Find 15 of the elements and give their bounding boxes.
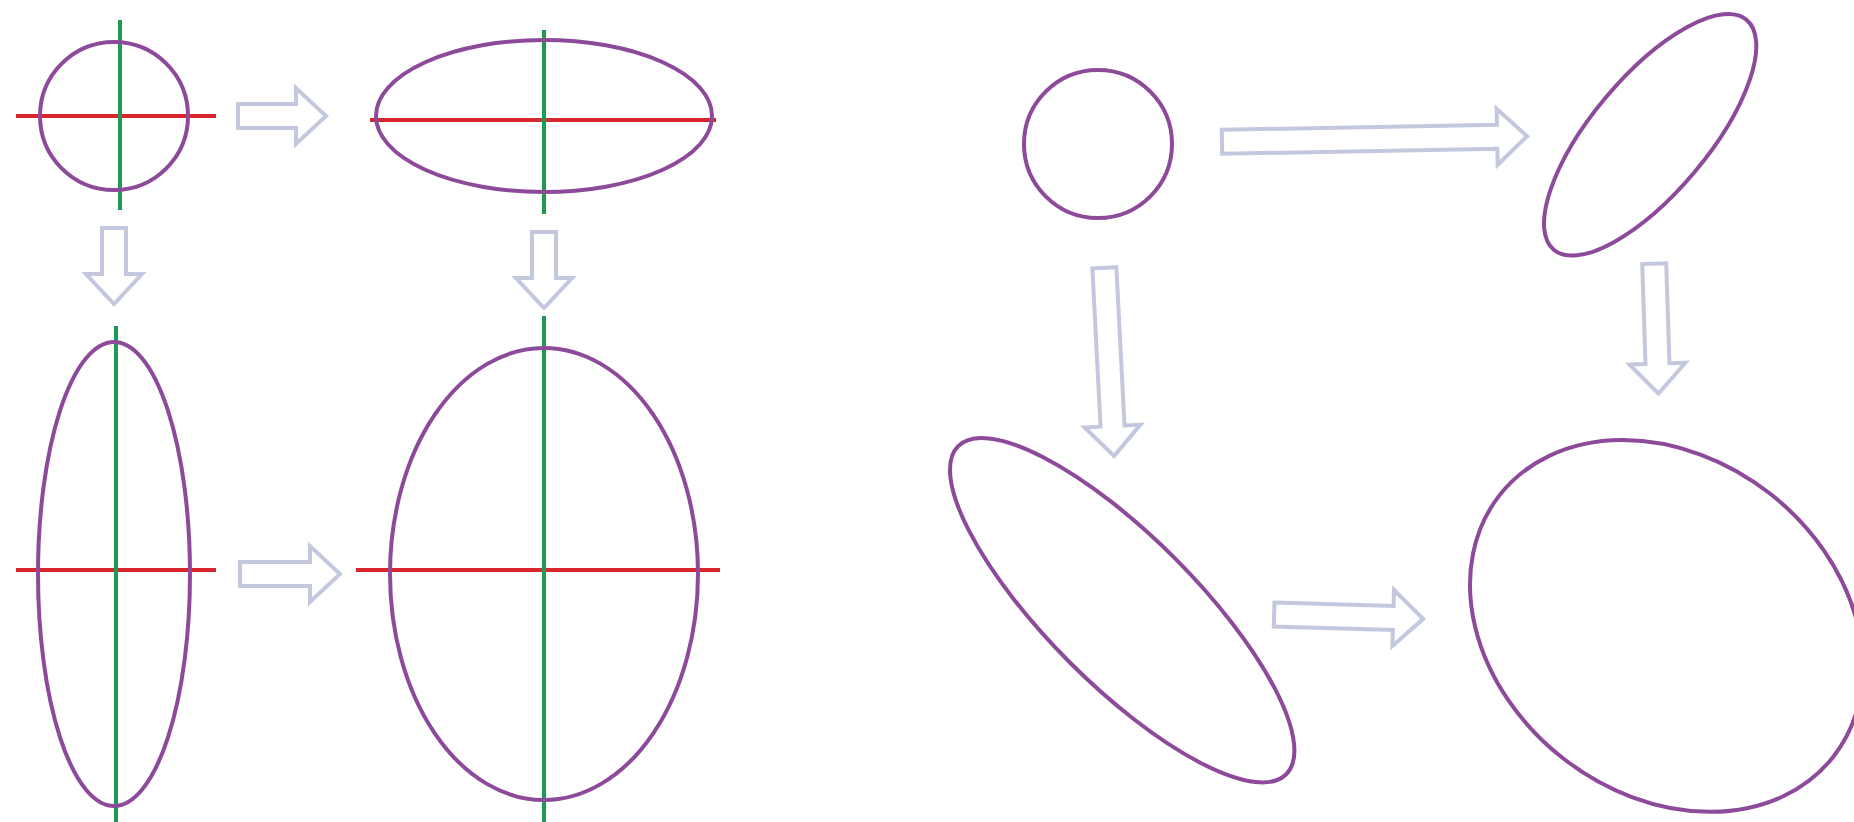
block-arrow bbox=[236, 83, 329, 149]
block-arrow bbox=[1219, 104, 1531, 170]
block-arrow bbox=[1079, 265, 1145, 459]
block-arrow bbox=[511, 230, 577, 311]
block-arrow bbox=[238, 541, 343, 607]
block-arrow bbox=[1624, 261, 1690, 397]
ellipse-shape bbox=[1541, 11, 1759, 257]
ellipse-shape bbox=[947, 435, 1297, 785]
circle-shape bbox=[1022, 68, 1174, 220]
circle-shape bbox=[38, 40, 190, 192]
block-arrow bbox=[81, 226, 147, 307]
block-arrow bbox=[1271, 585, 1427, 651]
ellipse-shape bbox=[374, 38, 714, 194]
ellipse-shape bbox=[36, 340, 192, 808]
ellipse-shape bbox=[388, 346, 700, 802]
